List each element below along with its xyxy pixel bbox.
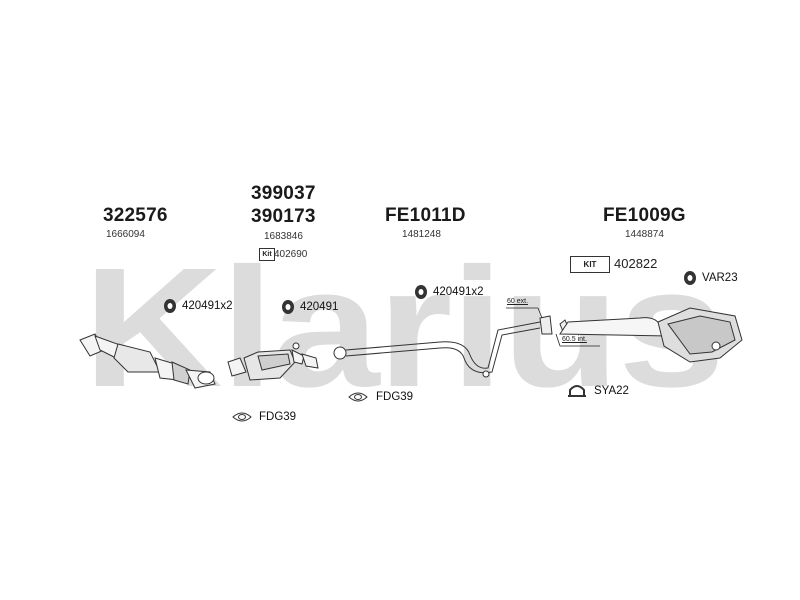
accessory-gasket-label: FDG39 <box>376 391 414 403</box>
kit-badge: Kit <box>259 248 275 261</box>
accessory-var-label: VAR23 <box>702 272 738 284</box>
kit-number: 402690 <box>274 249 308 260</box>
accessory-mount-label: 420491x2 <box>182 300 233 312</box>
intermediate-pipe-part <box>333 315 553 378</box>
reference-number: 1481248 <box>402 229 441 240</box>
reference-number: 1666094 <box>106 229 145 240</box>
gasket-icon <box>348 392 368 402</box>
rubber-mount-icon <box>164 299 176 313</box>
rubber-mount-icon <box>415 285 427 299</box>
dimension-ext-label: 60 ext. <box>507 298 529 305</box>
part-number-399037: 399037 <box>251 183 316 204</box>
reference-number: 1683846 <box>264 231 303 242</box>
accessory-mount-label: 420491x2 <box>433 286 484 298</box>
part-number-fe1009g: FE1009G <box>603 205 686 226</box>
catalyst-part <box>227 342 319 381</box>
reference-number: 1448874 <box>625 229 664 240</box>
kit-badge: KIT <box>570 256 610 273</box>
part-number-322576: 322576 <box>103 205 168 226</box>
part-number-fe1011d: FE1011D <box>385 205 466 226</box>
front-catalyst-part <box>79 333 216 389</box>
accessory-gasket-label: FDG39 <box>259 411 297 423</box>
rear-silencer-part <box>559 307 743 363</box>
dimension-int-label: 60.5 int. <box>562 336 587 343</box>
dimension-markers <box>506 307 600 347</box>
rubber-mount-icon <box>684 271 696 285</box>
part-number-390173: 390173 <box>251 206 316 227</box>
gasket-icon <box>232 412 252 422</box>
rubber-mount-icon <box>282 300 294 314</box>
kit-number: 402822 <box>614 256 658 271</box>
accessory-mount-label: 420491 <box>300 301 339 313</box>
accessory-clamp-label: SYA22 <box>594 385 629 397</box>
clamp-icon <box>568 385 586 397</box>
